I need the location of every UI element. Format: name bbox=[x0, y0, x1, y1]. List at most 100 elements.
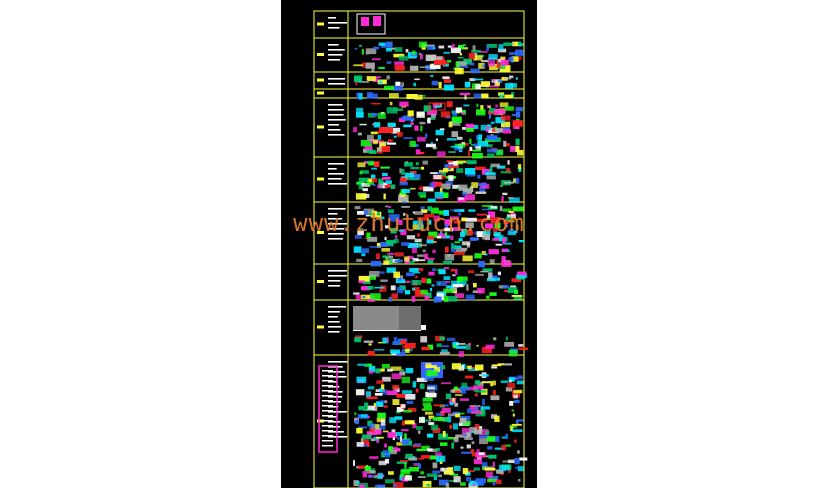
detail-drawing bbox=[453, 436, 459, 443]
detail-drawing bbox=[401, 169, 405, 175]
detail-drawing bbox=[404, 172, 414, 178]
detail-drawing bbox=[471, 50, 481, 53]
detail-drawing bbox=[430, 207, 439, 214]
detail-drawing bbox=[446, 285, 454, 289]
detail-drawing bbox=[486, 175, 496, 180]
section-note-line bbox=[328, 168, 337, 170]
detail-drawing bbox=[397, 437, 400, 440]
detail-drawing bbox=[451, 116, 462, 123]
detail-drawing bbox=[476, 449, 480, 453]
detail-drawing bbox=[460, 232, 465, 238]
detail-drawing bbox=[448, 437, 459, 440]
detail-drawing bbox=[406, 94, 417, 99]
detail-drawing bbox=[510, 426, 514, 432]
detail-drawing bbox=[398, 117, 406, 122]
detail-drawing bbox=[365, 391, 371, 398]
detail-drawing bbox=[475, 146, 481, 150]
detail-drawing bbox=[432, 427, 441, 433]
detail-drawing bbox=[454, 251, 465, 256]
detail-drawing bbox=[482, 205, 493, 207]
detail-drawing bbox=[422, 397, 433, 402]
detail-drawing bbox=[445, 224, 449, 228]
detail-drawing bbox=[474, 380, 480, 385]
detail-drawing bbox=[489, 108, 496, 113]
detail-drawing bbox=[461, 382, 468, 388]
detail-drawing bbox=[472, 45, 476, 52]
detail-drawing bbox=[465, 217, 477, 222]
legend-line bbox=[322, 430, 333, 432]
detail-drawing bbox=[400, 339, 407, 344]
detail-drawing bbox=[383, 449, 390, 456]
detail-drawing bbox=[425, 411, 433, 415]
detail-drawing bbox=[509, 197, 520, 203]
detail-drawing bbox=[511, 295, 523, 297]
section-note-line bbox=[328, 178, 342, 180]
section-note-line bbox=[328, 326, 342, 328]
detail-drawing bbox=[469, 78, 476, 82]
detail-drawing bbox=[450, 145, 462, 148]
detail-drawing bbox=[465, 123, 474, 129]
detail-drawing bbox=[431, 181, 437, 188]
detail-drawing bbox=[472, 149, 481, 152]
detail-drawing bbox=[467, 160, 477, 165]
detail-drawing bbox=[404, 162, 413, 167]
detail-drawing bbox=[476, 103, 479, 107]
detail-drawing bbox=[499, 205, 503, 211]
detail-drawing bbox=[487, 60, 495, 67]
detail-drawing bbox=[427, 117, 431, 124]
legend-line bbox=[322, 425, 333, 427]
detail-drawing bbox=[452, 43, 455, 49]
detail-drawing bbox=[372, 113, 378, 117]
detail-drawing bbox=[473, 467, 480, 471]
detail-drawing bbox=[491, 79, 502, 83]
detail-drawing bbox=[501, 248, 508, 252]
section-note-line bbox=[328, 401, 342, 403]
detail-drawing bbox=[452, 246, 458, 249]
detail-drawing bbox=[502, 285, 509, 289]
detail-drawing bbox=[456, 136, 463, 140]
detail-drawing bbox=[495, 243, 502, 246]
detail-drawing bbox=[401, 206, 410, 208]
detail-drawing bbox=[465, 168, 476, 175]
detail-drawing bbox=[514, 289, 519, 294]
detail-drawing bbox=[477, 182, 487, 187]
detail-drawing bbox=[496, 63, 501, 69]
detail-drawing bbox=[474, 253, 482, 259]
detail-drawing bbox=[512, 120, 523, 127]
detail-drawing bbox=[388, 206, 392, 209]
detail-drawing bbox=[390, 349, 401, 354]
detail-drawing bbox=[462, 188, 473, 194]
detail-drawing bbox=[370, 131, 378, 135]
detail-drawing bbox=[417, 223, 423, 230]
detail-drawing bbox=[491, 364, 502, 367]
detail-drawing bbox=[451, 131, 459, 137]
title-swatch bbox=[373, 16, 381, 26]
detail-drawing bbox=[450, 389, 456, 393]
detail-drawing bbox=[434, 105, 441, 108]
detail-drawing bbox=[392, 399, 400, 405]
detail-drawing bbox=[442, 63, 449, 67]
detail-drawing bbox=[486, 45, 489, 51]
detail-drawing bbox=[387, 368, 393, 372]
watermark-text: www.zhutucn.com bbox=[293, 209, 525, 237]
cad-drawing-canvas[interactable] bbox=[281, 0, 537, 488]
detail-drawing bbox=[504, 106, 514, 111]
detail-drawing bbox=[473, 283, 477, 288]
detail-drawing bbox=[371, 66, 375, 72]
detail-drawing bbox=[396, 351, 406, 357]
detail-drawing bbox=[471, 182, 478, 188]
detail-drawing bbox=[485, 344, 495, 349]
detail-drawing bbox=[446, 60, 452, 63]
detail-drawing bbox=[362, 296, 366, 298]
detail-drawing bbox=[482, 231, 491, 236]
section-note-line bbox=[328, 27, 340, 29]
detail-drawing bbox=[369, 150, 377, 154]
detail-drawing bbox=[515, 49, 524, 56]
detail-drawing bbox=[367, 351, 375, 356]
detail-drawing bbox=[443, 276, 451, 280]
detail-drawing bbox=[492, 78, 496, 82]
detail-drawing bbox=[364, 402, 368, 407]
detail-drawing bbox=[356, 376, 367, 383]
detail-drawing bbox=[456, 412, 465, 415]
detail-drawing bbox=[490, 206, 497, 209]
